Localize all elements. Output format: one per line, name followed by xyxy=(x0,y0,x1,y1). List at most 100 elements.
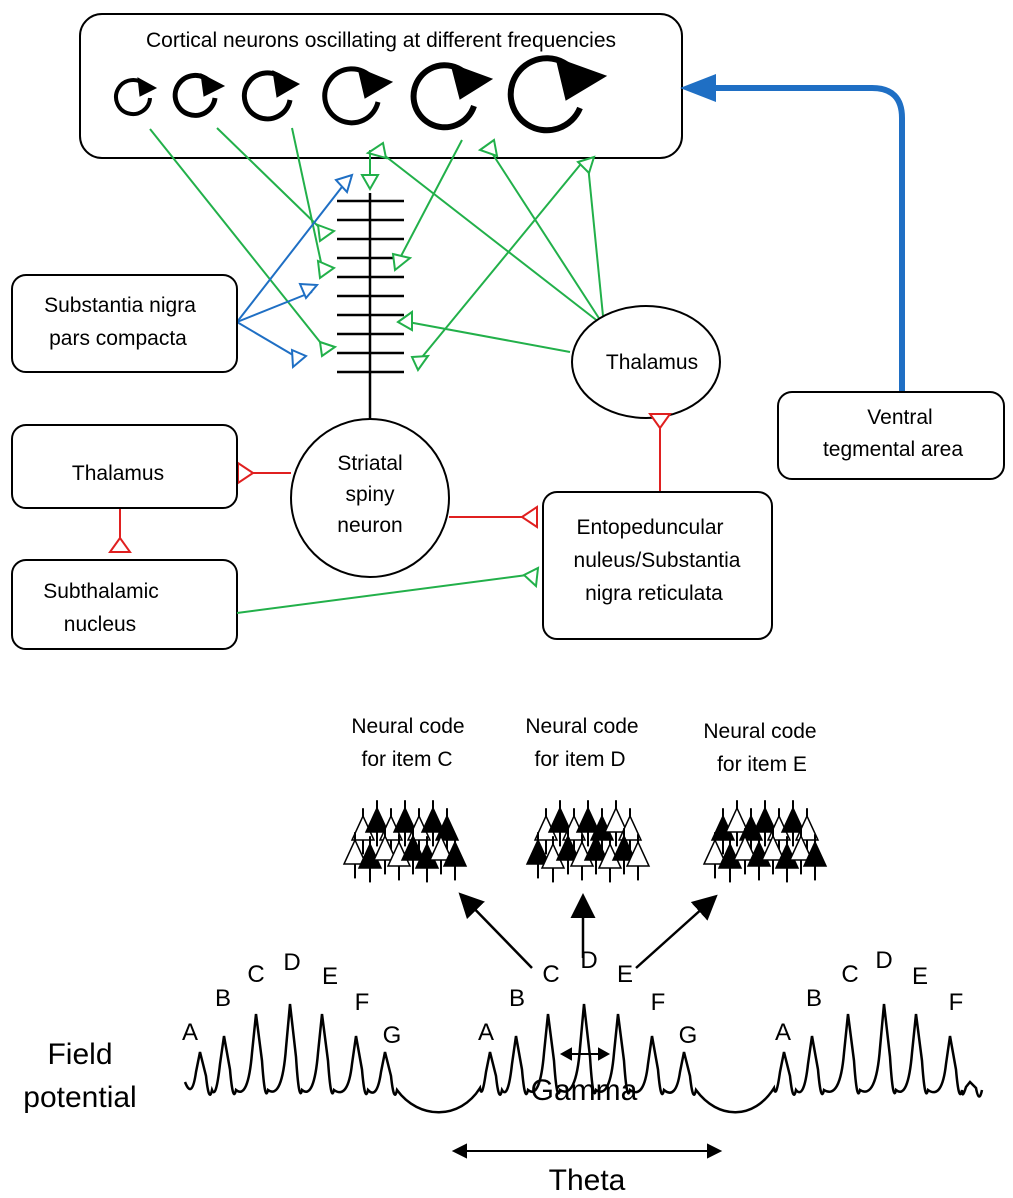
active-neuron xyxy=(420,806,446,833)
wave-letter-B: B xyxy=(215,985,231,1012)
oscillator-icon-1 xyxy=(114,77,158,116)
wave-letter-C: C xyxy=(841,961,858,988)
gamma-marker xyxy=(559,1047,611,1061)
active-neuron xyxy=(583,834,609,861)
ep-label-3: nigra reticulata xyxy=(585,582,723,605)
snc-box: Substantia nigra pars compacta xyxy=(11,274,238,373)
inactive-neuron xyxy=(724,806,750,833)
wave-letter-A: A xyxy=(182,1019,198,1046)
wave-letter-G: G xyxy=(383,1022,402,1049)
inactive-neuron xyxy=(788,834,814,861)
striatal-label-2: spiny xyxy=(345,483,395,506)
wave-letter-E: E xyxy=(912,963,928,990)
wave-letter-C: C xyxy=(247,961,264,988)
striatal-dendrite xyxy=(337,193,404,444)
inactive-neuron xyxy=(342,838,368,865)
thalamus-left-box: Thalamus xyxy=(11,424,238,509)
striatal-neuron: Striatal spiny neuron xyxy=(290,418,450,578)
wave-letter-E: E xyxy=(617,961,633,988)
ep-snr-box: Entopeduncular nuleus/Substantia nigra r… xyxy=(542,491,773,640)
wave-letter-C: C xyxy=(542,961,559,988)
neuron-cluster-e xyxy=(702,800,828,883)
active-neuron xyxy=(611,834,637,861)
wave-letter-G: G xyxy=(679,1022,698,1049)
active-neuron xyxy=(547,806,573,833)
wave-letter-A: A xyxy=(478,1019,494,1046)
neuron-cluster-c xyxy=(342,800,468,883)
active-neuron xyxy=(364,806,390,833)
active-neuron xyxy=(752,806,778,833)
inactive-neuron xyxy=(625,840,651,867)
oscillator-icons xyxy=(114,55,608,134)
wave-letter-E: E xyxy=(322,963,338,990)
thalamus-right-label: Thalamus xyxy=(606,351,698,374)
vta-label-1: Ventral xyxy=(867,406,932,429)
wave-letter-D: D xyxy=(875,947,892,974)
oscillator-icon-6 xyxy=(507,55,608,134)
active-neuron xyxy=(802,840,828,867)
wave-letter-B: B xyxy=(806,985,822,1012)
active-neuron xyxy=(555,834,581,861)
inactive-neuron xyxy=(760,834,786,861)
code-e-label-1: Neural code xyxy=(703,720,816,743)
striatal-label-3: neuron xyxy=(337,514,402,537)
thalamus-left-label: Thalamus xyxy=(72,462,164,485)
thalamus-right: Thalamus xyxy=(571,305,721,419)
field-label-1: Field xyxy=(47,1038,112,1071)
inactive-neuron xyxy=(702,838,728,865)
wave-letter-F: F xyxy=(651,989,666,1016)
ep-label-2: nuleus/Substantia xyxy=(574,549,741,572)
inactive-neuron xyxy=(372,834,398,861)
stn-label-2: nucleus xyxy=(64,613,136,636)
oscillator-icon-4 xyxy=(322,66,394,126)
theta-marker xyxy=(451,1143,723,1159)
snc-label-1: Substantia nigra xyxy=(44,294,196,317)
vta-box: Ventral tegmental area xyxy=(777,391,1005,480)
stn-box: Subthalamic nucleus xyxy=(11,559,238,650)
active-neuron xyxy=(780,806,806,833)
ep-label-1: Entopeduncular xyxy=(576,516,723,539)
stn-label-1: Subthalamic xyxy=(43,580,159,603)
active-neuron xyxy=(392,806,418,833)
striatal-label-1: Striatal xyxy=(337,452,402,475)
active-neuron xyxy=(525,838,551,865)
active-neuron xyxy=(442,840,468,867)
gamma-label: Gamma xyxy=(531,1074,638,1107)
oscillator-icon-2 xyxy=(172,72,226,118)
neuron-cluster-d xyxy=(525,800,651,883)
code-d-label-1: Neural code xyxy=(525,715,638,738)
code-arrows xyxy=(458,892,718,969)
field-label-2: potential xyxy=(23,1081,136,1114)
nigrostriatal-projections xyxy=(236,173,354,370)
vta-projection xyxy=(680,74,905,392)
arrow-to-code-e xyxy=(635,894,718,969)
arrow-to-code-c xyxy=(458,892,533,969)
active-neuron xyxy=(575,806,601,833)
snc-label-2: pars compacta xyxy=(49,327,187,350)
inactive-neuron xyxy=(428,834,454,861)
field-potential-trace xyxy=(183,1003,984,1114)
stn-ep-projection xyxy=(236,566,540,614)
code-d-label-2: for item D xyxy=(534,748,625,771)
wave-letter-F: F xyxy=(949,989,964,1016)
inhibitory-projections xyxy=(108,413,672,553)
oscillator-icon-3 xyxy=(241,70,301,122)
code-c-label-1: Neural code xyxy=(351,715,464,738)
inactive-neuron xyxy=(732,834,758,861)
vta-label-2: tegmental area xyxy=(823,438,963,461)
thalamo-cortical-projections xyxy=(365,138,605,353)
wave-letter-F: F xyxy=(355,989,370,1016)
code-c-label-2: for item C xyxy=(361,748,452,771)
wave-letter-A: A xyxy=(775,1019,791,1046)
active-neuron xyxy=(400,834,426,861)
theta-label: Theta xyxy=(549,1164,626,1197)
inactive-neuron xyxy=(603,806,629,833)
wave-letter-B: B xyxy=(509,985,525,1012)
wave-letter-D: D xyxy=(580,947,597,974)
wave-letter-D: D xyxy=(283,949,300,976)
cortex-label: Cortical neurons oscillating at differen… xyxy=(146,29,616,52)
oscillator-icon-5 xyxy=(410,62,494,131)
neural-code-labels: Neural code for item C Neural code for i… xyxy=(351,715,816,776)
